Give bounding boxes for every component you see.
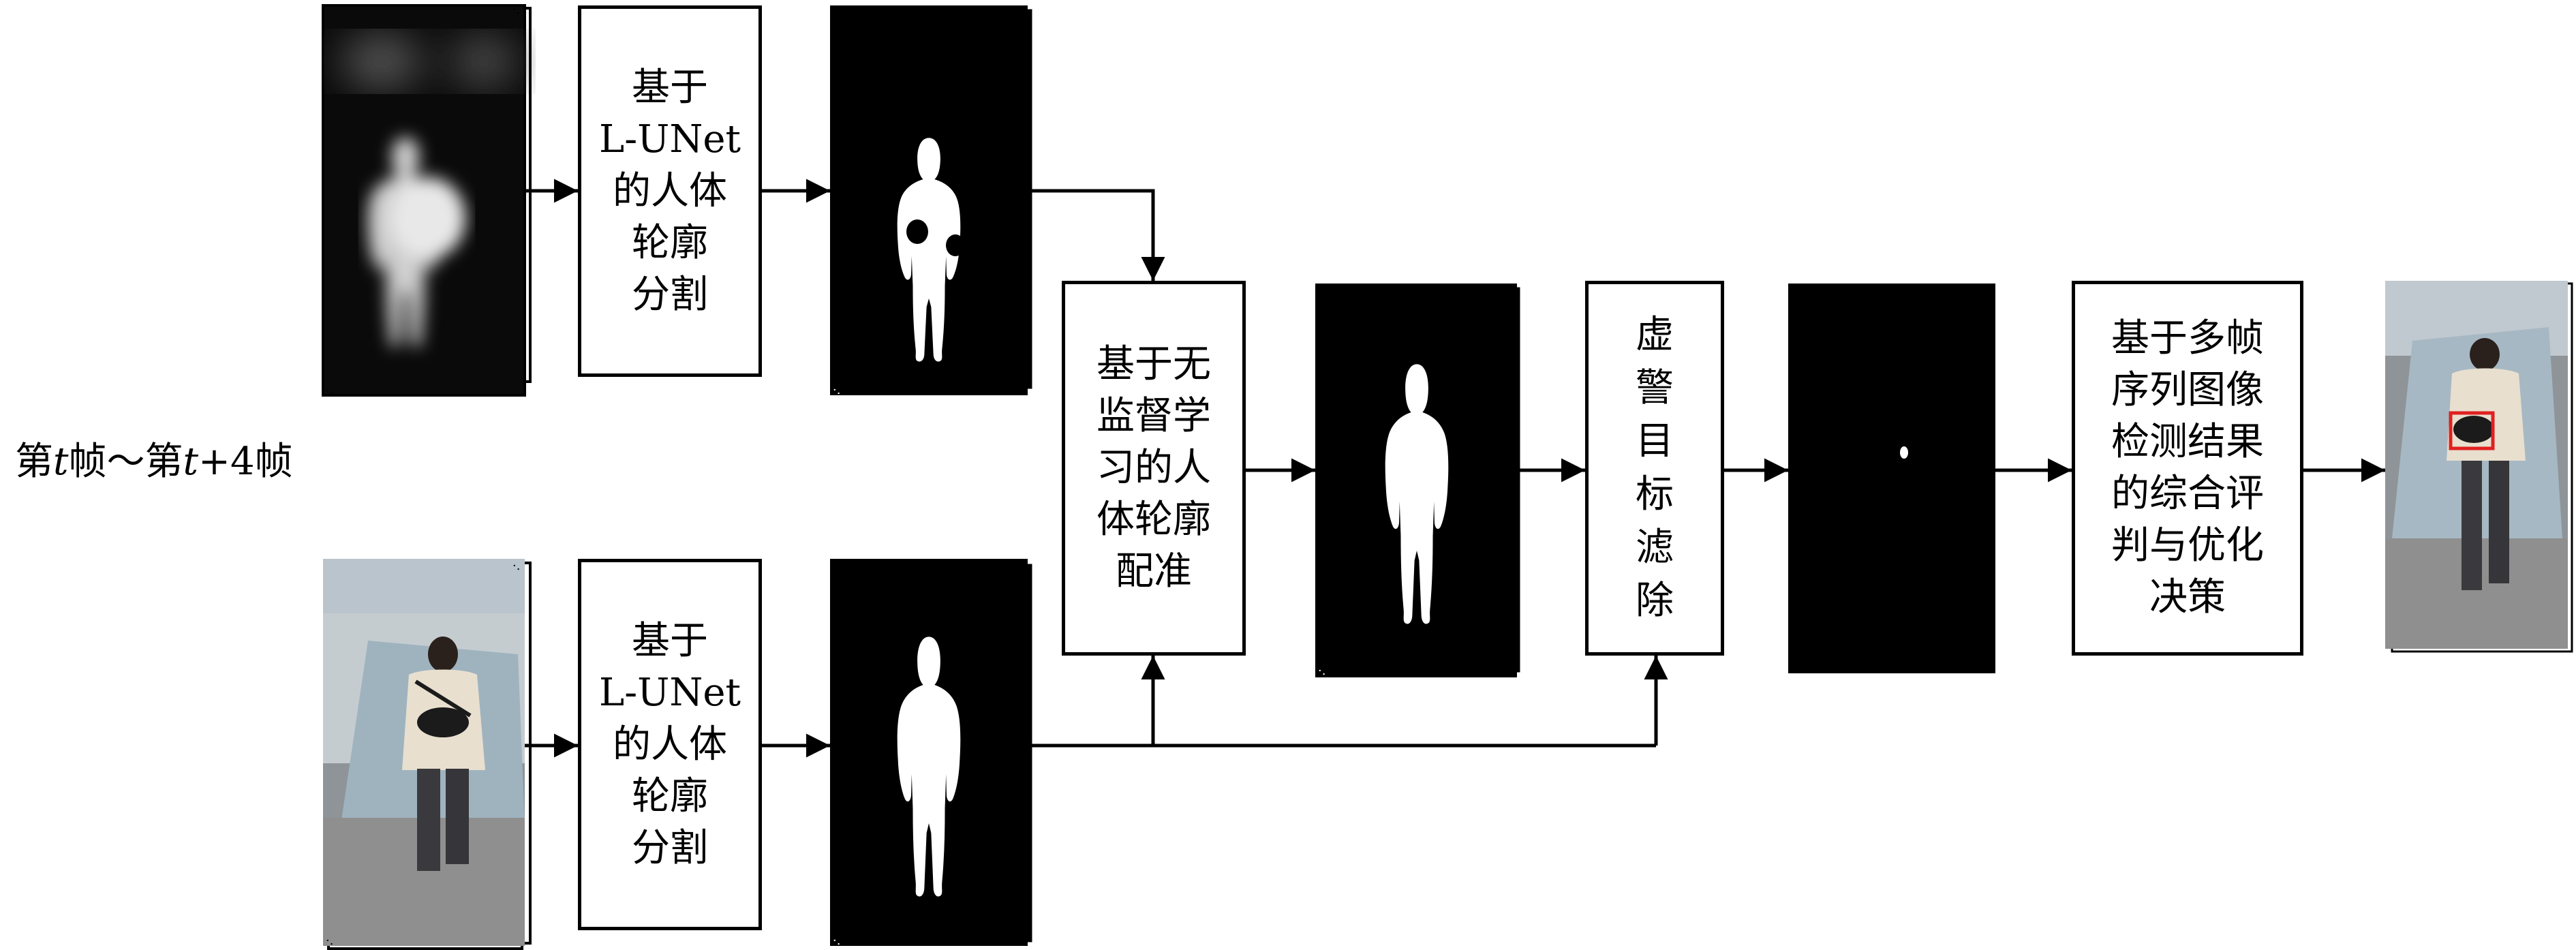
segmentation-mask-bottom-stack: ·. ·. <box>830 559 1034 948</box>
frame-label-var2: t <box>183 440 199 484</box>
registration-box: 基于无 监督学 习的人 体轮廓 配准 <box>1062 281 1246 656</box>
svg-text:·.: ·. <box>1318 664 1325 678</box>
svg-text:·.: ·. <box>1017 559 1024 573</box>
arrow-mask-top-to-registration <box>1028 189 1165 281</box>
svg-text:·.: ·. <box>512 559 520 573</box>
suspicious-object-blob <box>1900 446 1908 459</box>
svg-text:·.: ·. <box>1980 284 1988 298</box>
frame-label-part3: +4帧 <box>198 440 293 484</box>
svg-text:·.: ·. <box>326 934 333 948</box>
segmentation-mask-top-stack: ·. ·. <box>830 3 1034 397</box>
svg-text:·.: ·. <box>833 934 840 948</box>
registration-box-label: 基于无 监督学 习的人 体轮廓 配准 <box>1097 342 1211 594</box>
svg-text:·.: ·. <box>833 383 840 397</box>
segmentation-box-top: 基于 L-UNet 的人体 轮廓 分割 <box>578 5 762 377</box>
filtered-mask <box>1788 284 1995 673</box>
false-alarm-filter-box-label: 虚 警 目 标 滤 除 <box>1636 313 1674 623</box>
final-detection-image-stack <box>2385 281 2573 653</box>
svg-text:·.: ·. <box>326 383 333 397</box>
false-alarm-filter-box: 虚 警 目 标 滤 除 <box>1585 281 1724 656</box>
filtered-mask-stack: ·. ·. <box>1788 284 1997 674</box>
optical-image-stack: ·. ·. <box>323 559 532 950</box>
frame-label-part2: 帧～第 <box>68 440 183 484</box>
segmentation-box-bottom: 基于 L-UNet 的人体 轮廓 分割 <box>578 559 762 930</box>
frame-label-part1: 第 <box>15 440 53 484</box>
registered-mask-stack: ·. ·. <box>1315 284 1522 678</box>
multi-frame-decision-box-label: 基于多帧 序列图像 检测结果 的综合评 判与优化 决策 <box>2111 316 2264 619</box>
svg-text:·.: ·. <box>512 3 520 17</box>
segmentation-box-bottom-label: 基于 L-UNet 的人体 轮廓 分割 <box>599 618 741 870</box>
svg-text:·.: ·. <box>1791 660 1798 674</box>
millimeter-wave-image-stack: ·. ·. <box>322 3 532 397</box>
svg-text:·.: ·. <box>1017 3 1024 17</box>
svg-text:·.: ·. <box>1503 284 1511 298</box>
connectors <box>525 179 2385 758</box>
frame-label-var1: t <box>53 440 69 484</box>
multi-frame-decision-box: 基于多帧 序列图像 检测结果 的综合评 判与优化 决策 <box>2072 281 2303 656</box>
detection-bounding-box <box>2449 411 2495 450</box>
segmentation-box-top-label: 基于 L-UNet 的人体 轮廓 分割 <box>599 65 741 317</box>
frame-range-label: 第t帧～第t+4帧 <box>15 436 293 488</box>
